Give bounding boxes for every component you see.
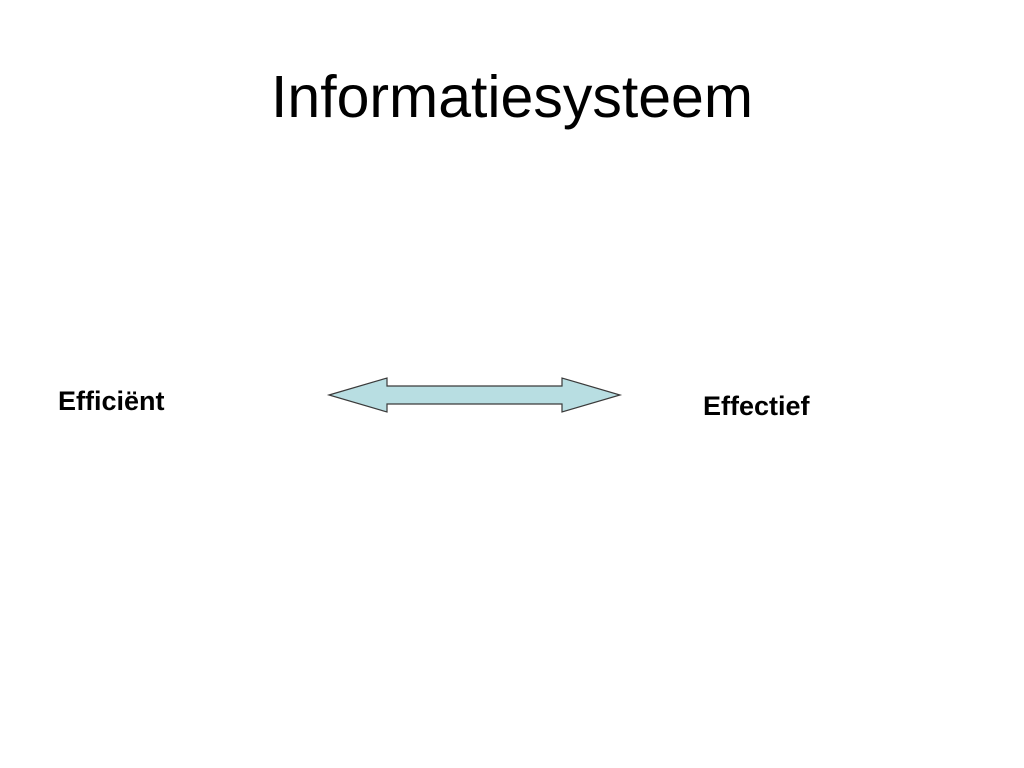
slide-title: Informatiesysteem	[271, 64, 753, 130]
double-headed-arrow-icon	[326, 377, 623, 413]
term-efficient: Efficiënt	[58, 386, 165, 416]
arrow-shape	[326, 377, 623, 413]
term-effective: Effectief	[703, 391, 810, 421]
